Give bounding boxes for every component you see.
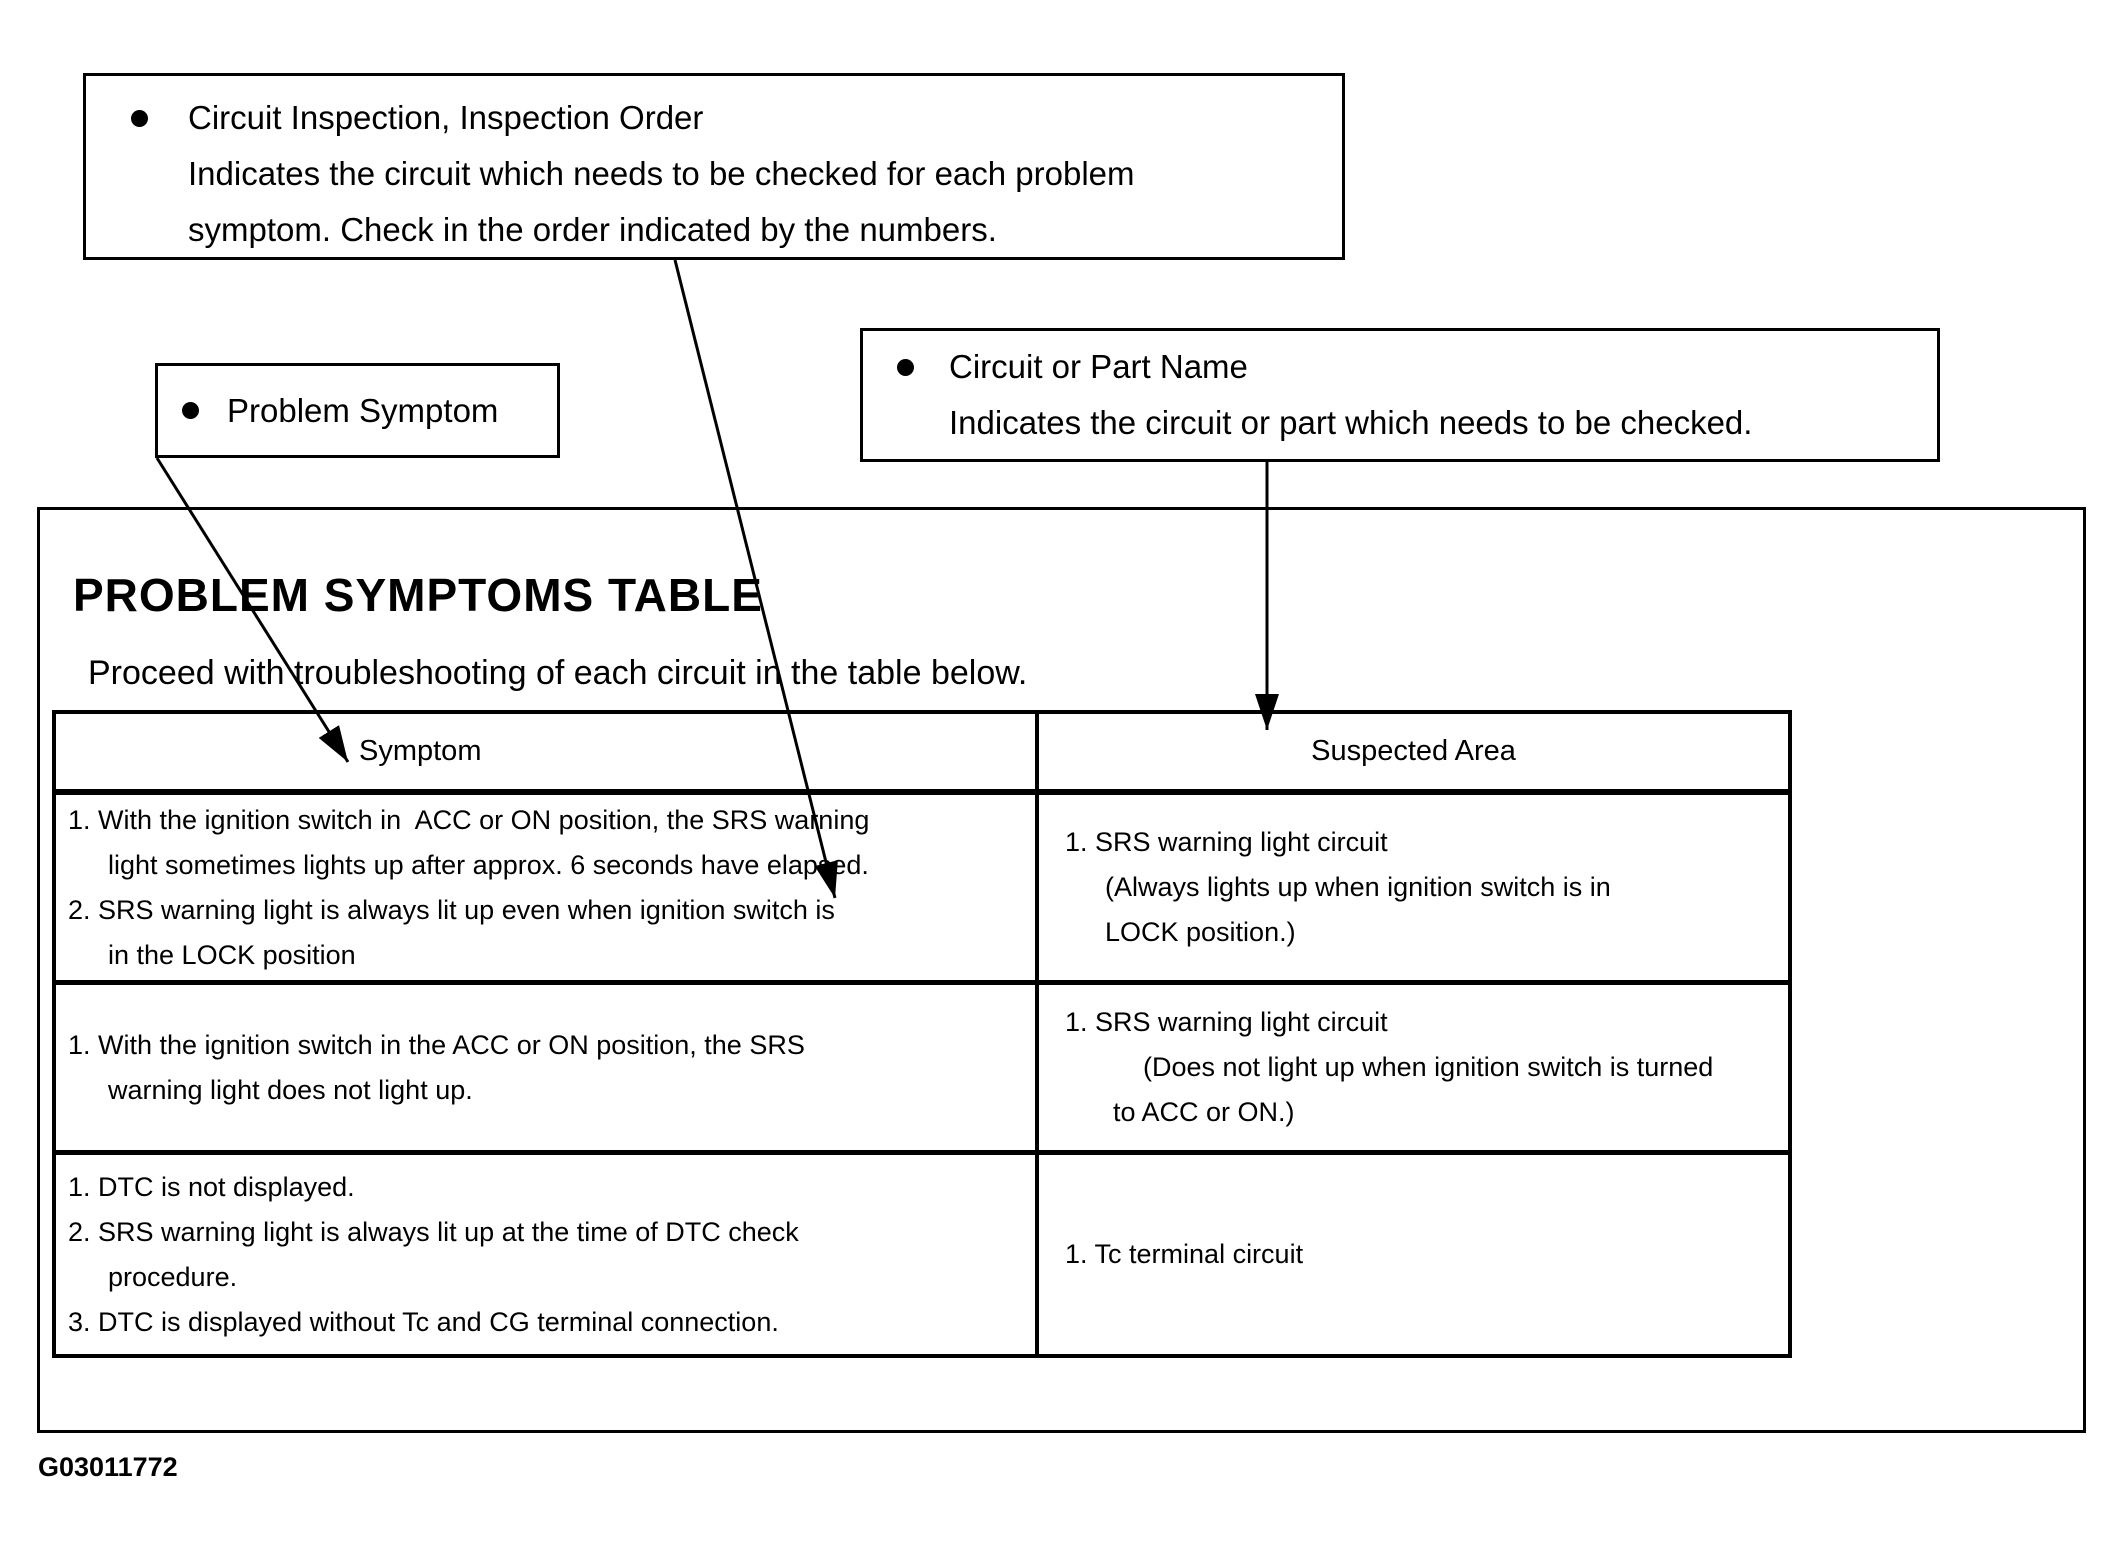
column-header-symptom: Symptom — [56, 714, 1039, 795]
figure-id: G03011772 — [38, 1452, 178, 1482]
symptom-line: 1. With the ignition switch in the ACC o… — [68, 1029, 805, 1060]
callout-circuit-inspection-title: Circuit Inspection, Inspection Order — [188, 99, 704, 136]
symptom-line: procedure. — [108, 1261, 238, 1292]
table-row-2-suspected-area: 1. SRS warning light circuit (Does not l… — [1039, 985, 1788, 1155]
symptom-line: warning light does not light up. — [108, 1074, 473, 1105]
suspected-line: 1. SRS warning light circuit — [1065, 1007, 1388, 1037]
bullet-icon — [182, 402, 199, 419]
table-row-1-suspected-area: 1. SRS warning light circuit (Always lig… — [1039, 795, 1788, 985]
column-header-suspected-area-label: Suspected Area — [1311, 735, 1516, 767]
page-title: PROBLEM SYMPTOMS TABLE — [73, 569, 763, 621]
suspected-line: to ACC or ON.) — [1113, 1097, 1295, 1127]
callout-circuit-or-part-name-body: Indicates the circuit or part which need… — [949, 404, 1753, 441]
callout-circuit-or-part-name: Circuit or Part Name Indicates the circu… — [860, 328, 1940, 462]
symptom-line: 2. SRS warning light is always lit up ev… — [68, 894, 835, 925]
symptom-line: 1. DTC is not displayed. — [68, 1171, 355, 1202]
suspected-line: 1. SRS warning light circuit — [1065, 827, 1388, 857]
panel-subtitle: Proceed with troubleshooting of each cir… — [88, 654, 1028, 692]
callout-circuit-or-part-name-title: Circuit or Part Name — [949, 348, 1248, 385]
callout-circuit-inspection-body-2: symptom. Check in the order indicated by… — [188, 211, 997, 248]
suspected-line: (Always lights up when ignition switch i… — [1105, 872, 1611, 902]
column-header-suspected-area: Suspected Area — [1039, 714, 1788, 795]
callout-title-line: Circuit Inspection, Inspection Order — [131, 90, 1342, 146]
suspected-line: (Does not light up when ignition switch … — [1143, 1052, 1714, 1082]
bullet-icon — [897, 358, 914, 376]
symptom-line: 2. SRS warning light is always lit up at… — [68, 1216, 799, 1247]
symptom-line: in the LOCK position — [108, 939, 356, 970]
callout-problem-symptom-title: Problem Symptom — [227, 391, 499, 429]
table-row-3-suspected-area: 1. Tc terminal circuit — [1039, 1155, 1788, 1354]
suspected-line: LOCK position.) — [1105, 917, 1296, 947]
table-row-2-symptom: 1. With the ignition switch in the ACC o… — [56, 985, 1039, 1155]
table-row-1-symptom: 1. With the ignition switch in ACC or ON… — [56, 795, 1039, 985]
callout-problem-symptom: Problem Symptom — [155, 363, 560, 458]
callout-circuit-inspection: Circuit Inspection, Inspection Order Ind… — [83, 73, 1345, 260]
symptom-line: light sometimes lights up after approx. … — [108, 849, 869, 880]
callout-circuit-inspection-body-1: Indicates the circuit which needs to be … — [188, 155, 1135, 192]
bullet-icon — [131, 109, 148, 127]
column-header-symptom-label: Symptom — [359, 735, 482, 767]
callout-title-line: Circuit or Part Name — [897, 339, 1937, 395]
suspected-line: 1. Tc terminal circuit — [1065, 1239, 1304, 1269]
table-row-3-symptom: 1. DTC is not displayed. 2. SRS warning … — [56, 1155, 1039, 1354]
symptom-line: 1. With the ignition switch in ACC or ON… — [68, 804, 870, 835]
symptom-line: 3. DTC is displayed without Tc and CG te… — [68, 1306, 779, 1337]
problem-symptoms-table: Symptom Suspected Area 1. With the ignit… — [52, 710, 1792, 1358]
